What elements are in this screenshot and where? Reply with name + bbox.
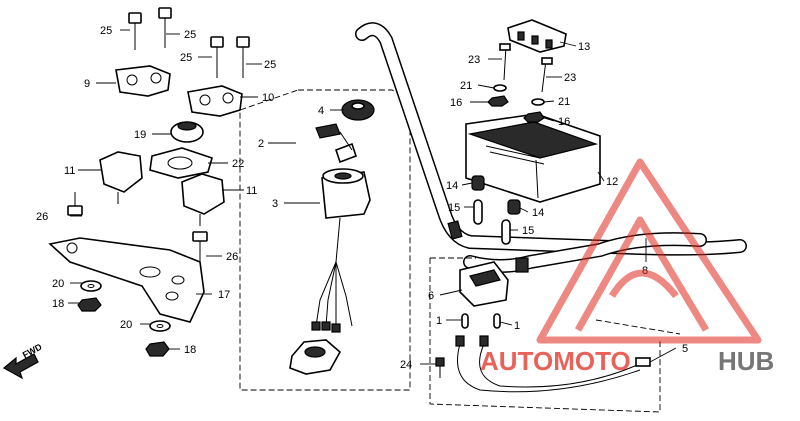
- callout-16-left: 16: [450, 97, 462, 109]
- callout-24: 24: [400, 359, 412, 371]
- washer-21-left: [493, 84, 507, 92]
- nut-16-right: [523, 111, 545, 123]
- nut-16-left: [487, 95, 509, 107]
- callout-labels: 25 25 25 25 9 10 19 11 22 11 26 26 17 20…: [36, 25, 688, 371]
- callout-5: 5: [682, 343, 688, 355]
- callout-26-right: 26: [226, 251, 238, 263]
- callout-2: 2: [258, 138, 264, 150]
- fwd-arrow: FWD: [2, 341, 44, 380]
- callout-11-right: 11: [246, 185, 257, 197]
- callout-23-right: 23: [564, 72, 576, 84]
- callout-26-left: 26: [36, 211, 48, 223]
- callout-18-left: 18: [52, 298, 64, 310]
- callout-1-left: 1: [436, 315, 442, 327]
- callout-15-left: 15: [448, 202, 460, 214]
- callout-12: 12: [606, 176, 618, 188]
- callout-19: 19: [134, 129, 146, 141]
- leader-lines: [68, 29, 677, 365]
- bulb-socket-14-right: [507, 199, 521, 215]
- keys: [315, 123, 358, 164]
- bulb-15-left: [473, 199, 483, 225]
- lower-holder-11-right: [181, 173, 225, 215]
- washer-20-left: [80, 280, 102, 292]
- watermark-text-hub: HUB: [718, 346, 774, 376]
- ignition-group-box: [239, 89, 411, 391]
- callout-1-right: 1: [514, 320, 520, 332]
- callout-17: 17: [218, 289, 230, 301]
- callout-25-c: 25: [180, 52, 192, 64]
- callout-25-d: 25: [264, 59, 276, 71]
- callout-14-left: 14: [446, 180, 458, 192]
- upper-holder-10: [187, 85, 243, 117]
- washer-21-right: [531, 98, 545, 106]
- callout-23-left: 23: [468, 54, 480, 66]
- callout-3: 3: [272, 198, 278, 210]
- watermark-logo: AUTOMOTO HUB: [480, 158, 774, 376]
- callout-6: 6: [428, 290, 434, 302]
- relay-6: [459, 261, 509, 307]
- bracket-13: [507, 19, 567, 53]
- washer-20-right: [149, 320, 171, 332]
- callout-4: 4: [318, 105, 324, 117]
- callout-11-left: 11: [64, 165, 75, 177]
- wire-harness-5: [455, 335, 651, 393]
- bulb-socket-14-left: [471, 175, 485, 191]
- callout-9: 9: [84, 78, 90, 90]
- switch-cover-4: [341, 99, 375, 121]
- callout-25-b: 25: [184, 29, 196, 41]
- bulb-15-right: [501, 219, 511, 245]
- callout-20-left: 20: [52, 278, 64, 290]
- bolt-26-right: [192, 231, 208, 262]
- callout-22: 22: [232, 158, 244, 170]
- upper-holder-9: [115, 65, 171, 97]
- bolt-26-left: [67, 192, 83, 216]
- ignition-wiring: [311, 261, 353, 333]
- bolt-23-right: [541, 57, 553, 93]
- bolt-23-left: [499, 43, 511, 81]
- ignition-switch-3: [321, 168, 371, 263]
- callout-14-right: 14: [532, 207, 544, 219]
- bolt-25-b: [158, 7, 172, 48]
- plate-22: [149, 147, 213, 179]
- rubber-cap-19: [170, 121, 204, 143]
- watermark-text-auto: AUTOMOTO: [480, 346, 631, 376]
- bolt-25-c: [210, 36, 224, 78]
- bulb-1-right: [493, 313, 501, 329]
- callout-21-right: 21: [558, 96, 570, 108]
- callout-15-right: 15: [522, 225, 534, 237]
- lower-holder-11-left: [99, 151, 143, 193]
- bolt-25-a: [128, 12, 142, 50]
- indicator-housing-12: [465, 113, 601, 203]
- switch-base: [289, 339, 342, 375]
- callout-20-right: 20: [120, 319, 132, 331]
- bolt-25-d: [236, 36, 250, 78]
- screw-24: [435, 357, 445, 378]
- callout-13: 13: [578, 41, 590, 53]
- nut-18-left: [77, 297, 102, 312]
- callout-10: 10: [262, 92, 274, 104]
- callout-21-left: 21: [460, 80, 472, 92]
- top-bridge-17: [48, 237, 205, 323]
- nut-18-right: [145, 341, 170, 357]
- bulb-1-left: [461, 313, 469, 329]
- callout-25-a: 25: [100, 25, 112, 37]
- callout-18-right: 18: [184, 344, 196, 356]
- harness-group-box: [429, 257, 681, 413]
- callout-16-right: 16: [558, 116, 570, 128]
